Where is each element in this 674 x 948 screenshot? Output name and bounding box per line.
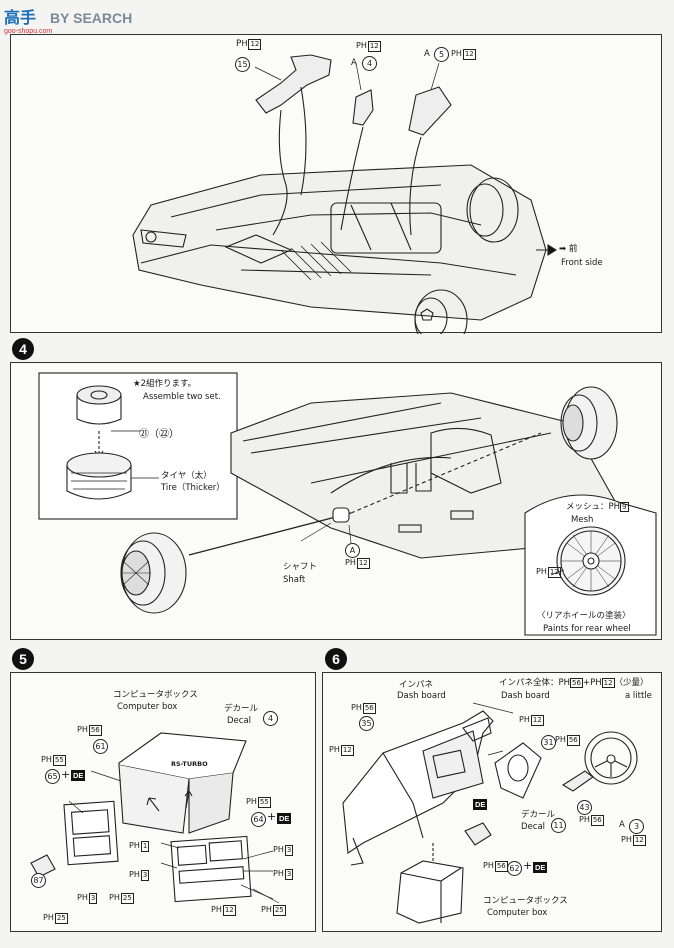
decal-en-6: Decal <box>521 822 546 832</box>
part-62-marker: 62 <box>507 861 522 876</box>
de-badge-65: DE <box>71 770 86 781</box>
part-a5-label: A <box>424 49 430 59</box>
de-badge-dash: DE <box>473 799 488 810</box>
part-65-marker: 65 <box>45 769 60 784</box>
de-badge-64: DE <box>277 813 292 824</box>
watermark-brand: BY SEARCH <box>50 10 133 26</box>
watermark: 高手 BY SEARCH goo-shopu.com <box>4 4 132 35</box>
plus-64: + <box>267 810 277 823</box>
plus-65: + <box>61 768 71 781</box>
de-badge-62: DE <box>533 862 548 873</box>
tire-en: Tire（Thicker） <box>161 483 225 493</box>
part-5-marker: 5 <box>434 47 449 62</box>
computer-box-drawing <box>30 732 280 904</box>
part-35-marker: 35 <box>359 716 374 731</box>
step5-panel: コンピュータボックス Computer box デカール Decal 4 RS-… <box>10 672 316 932</box>
part-61-marker: 61 <box>93 739 108 754</box>
rear-paint-en: Paints for rear wheel <box>543 624 631 634</box>
decal-part-11: 11 <box>551 818 566 833</box>
decal-part-4: 4 <box>263 711 278 726</box>
part-15-marker: 15 <box>235 57 250 72</box>
shaft-en: Shaft <box>283 575 306 585</box>
computer-box-en: Computer box <box>117 702 178 712</box>
computer-box-jp: コンピュータボックス <box>113 690 198 700</box>
watermark-logo: 高手 <box>4 10 37 27</box>
computer-box-jp-6: コンピュータボックス <box>483 896 568 906</box>
part-a3-marker: 3 <box>629 819 644 834</box>
step4-panel: ★2組作ります。 Assemble two set. ㉑（㉒） タイヤ（太） T… <box>10 362 662 640</box>
tire-jp: タイヤ（太） <box>161 471 212 481</box>
watermark-url: goo-shopu.com <box>4 28 53 35</box>
shaft-jp: シャフト <box>283 562 318 572</box>
parts-21-22: ㉑（㉒） <box>139 429 179 440</box>
part-87-marker: 87 <box>31 873 46 888</box>
decal-en: Decal <box>227 716 252 726</box>
dashboard-drawing <box>342 702 638 924</box>
step4-number: 4 <box>12 338 34 360</box>
step6-number: 6 <box>325 648 347 670</box>
little-en: a little <box>625 691 652 701</box>
decal-jp-6: デカール <box>521 810 556 820</box>
part-31-marker: 31 <box>541 735 556 750</box>
part-64-marker: 64 <box>251 812 266 827</box>
chassis-drawing <box>132 54 558 334</box>
rear-paint-jp: 〈リアホイールの塗装〉 <box>537 611 631 621</box>
decal-jp: デカール <box>224 704 259 714</box>
inpane-jp: インパネ <box>399 680 434 690</box>
mesh-en: Mesh <box>571 515 594 525</box>
dash-en-2: Dash board <box>501 691 550 701</box>
front-label-en: Front side <box>561 258 603 268</box>
part-a-marker: A <box>345 543 360 558</box>
computer-box-en-6: Computer box <box>487 908 548 918</box>
step5-number: 5 <box>12 648 34 670</box>
rear-axle-drawing <box>38 372 657 636</box>
assemble-en: Assemble two set. <box>143 392 221 402</box>
part-a3-label: A <box>619 820 625 830</box>
part-a-label: A <box>351 58 357 68</box>
part-4-marker: 4 <box>362 56 377 71</box>
assemble-jp: ★2組作ります。 <box>133 379 197 389</box>
dash-en: Dash board <box>397 691 446 701</box>
rs-turbo-label: RS-TURBO <box>171 760 208 768</box>
front-label-jp: ➡ 前 <box>559 244 578 254</box>
plus-62: + <box>523 859 533 872</box>
part-43-marker: 43 <box>577 800 592 815</box>
